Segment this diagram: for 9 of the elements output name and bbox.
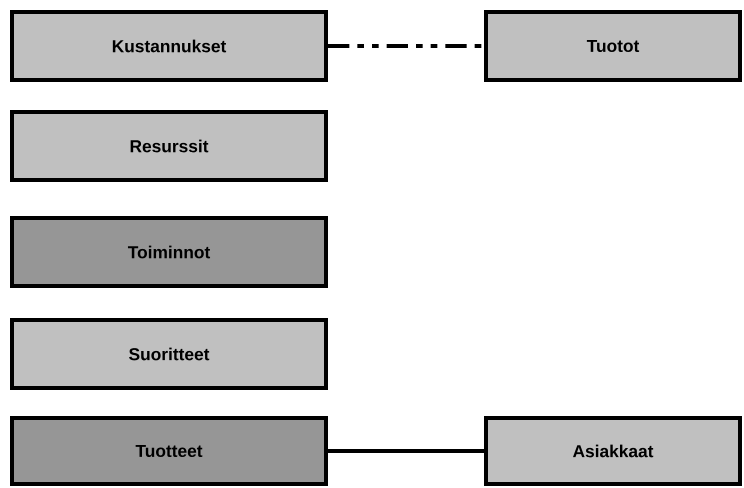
process-box: Tuotteet — [10, 416, 328, 486]
process-box: Toiminnot — [10, 216, 328, 288]
process-box: Kustannukset — [10, 10, 328, 82]
process-box: Resurssit — [10, 110, 328, 182]
process-box: Suoritteet — [10, 318, 328, 390]
connector-line — [328, 449, 484, 453]
process-box: Asiakkaat — [484, 416, 742, 486]
process-box: Tuotot — [484, 10, 742, 82]
connector-line — [328, 44, 484, 48]
